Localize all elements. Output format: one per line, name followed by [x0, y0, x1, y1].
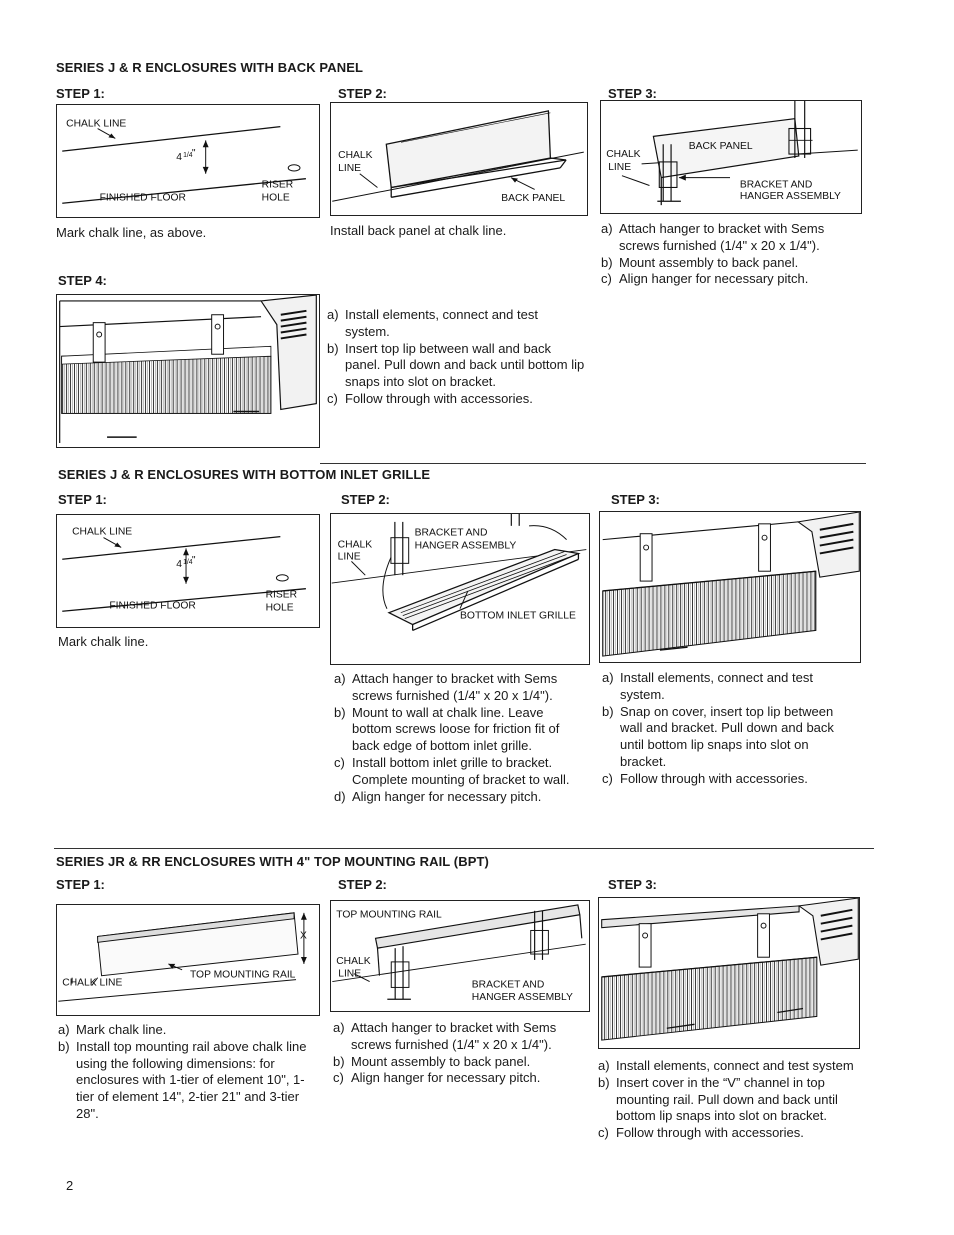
s2-step3-label: STEP 3:: [611, 492, 660, 507]
s1-step3-back-panel: BACK PANEL: [689, 141, 753, 152]
s3-step2-diagram: TOP MOUNTING RAIL CHALK LINE BRACKET AND…: [330, 900, 590, 1012]
s2-step1-label: STEP 1:: [58, 492, 107, 507]
s1-step1-floor-label: FINISHED FLOOR: [100, 192, 186, 203]
list-item: b)Install top mounting rail above chalk …: [58, 1038, 307, 1121]
s2-step1-diagram: CHALK LINE 4 1/4 " FINISHED FLOOR RISER …: [56, 514, 320, 628]
s3-step2-rail-label: TOP MOUNTING RAIL: [336, 910, 442, 921]
s1-step3-label: STEP 3:: [608, 86, 657, 101]
section-divider: [320, 463, 866, 464]
list-item: a)Install elements, connect and test sys…: [602, 670, 813, 702]
s1-step2-chalk2: LINE: [338, 163, 361, 174]
list-item: a)Attach hanger to bracket with Sems scr…: [333, 1020, 557, 1052]
s3-step2-bracket2: HANGER ASSEMBLY: [472, 992, 573, 1003]
s1-step1-hole-label: HOLE: [262, 192, 290, 203]
s1-step2-caption: Install back panel at chalk line.: [330, 223, 507, 238]
s3-step2-label: STEP 2:: [338, 877, 387, 892]
s2-step1-chalk-label: CHALK LINE: [72, 527, 132, 538]
s2-step2-instructions: a)Attach hanger to bracket with Sems scr…: [334, 671, 584, 805]
s2-step1-dim-main: 4: [176, 559, 182, 570]
s1-step1-label: STEP 1:: [56, 86, 105, 101]
s2-step1-floor-label: FINISHED FLOOR: [109, 600, 195, 611]
s3-step3-diagram: [598, 897, 860, 1049]
list-item: c)Follow through with accessories.: [327, 390, 533, 406]
list-item: a)Attach hanger to bracket with Sems scr…: [601, 221, 825, 253]
s1-step3-diagram: CHALK LINE BACK PANEL BRACKET AND HANGER…: [600, 100, 862, 214]
s2-step1-dim-unit: ": [192, 555, 196, 566]
section-title-back-panel: SERIES J & R ENCLOSURES WITH BACK PANEL: [56, 60, 364, 75]
list-item: c)Follow through with accessories.: [602, 770, 808, 786]
s2-step1-riser-label: RISER: [266, 590, 297, 601]
s3-step3-instructions: a)Install elements, connect and test sys…: [598, 1058, 860, 1142]
s2-step2-chalk2: LINE: [338, 551, 361, 562]
list-item: b)Insert cover in the “V” channel in top…: [598, 1074, 838, 1124]
list-item: a)Attach hanger to bracket with Sems scr…: [334, 671, 558, 703]
s3-step1-rail-label: TOP MOUNTING RAIL: [190, 970, 296, 981]
s3-step1-diagram: X CHALK LINE TOP MOUNTING RAIL: [56, 904, 320, 1016]
list-item: b)Insert top lip between wall and back p…: [327, 340, 585, 390]
s2-step3-instructions: a)Install elements, connect and test sys…: [602, 670, 858, 788]
s3-step2-bracket1: BRACKET AND: [472, 979, 544, 990]
list-item: d)Align hanger for necessary pitch.: [334, 788, 542, 804]
s2-step2-diagram: CHALK LINE BRACKET AND HANGER ASSEMBLY B…: [330, 513, 590, 665]
list-item: b)Mount to wall at chalk line. Leave bot…: [334, 704, 560, 754]
s1-step1-diagram: CHALK LINE 4 1/4 " FINISHED FLOOR RISER …: [56, 104, 320, 218]
s3-step1-label: STEP 1:: [56, 877, 105, 892]
s1-step4-instructions: a)Install elements, connect and test sys…: [327, 307, 585, 408]
section-title-bottom-inlet: SERIES J & R ENCLOSURES WITH BOTTOM INLE…: [58, 467, 431, 482]
list-item: b)Snap on cover, insert top lip between …: [602, 703, 834, 769]
s2-step1-hole-label: HOLE: [266, 602, 294, 613]
s2-step2-label: STEP 2:: [341, 492, 390, 507]
list-item: a)Mark chalk line.: [58, 1022, 167, 1037]
s1-step2-label: STEP 2:: [338, 86, 387, 101]
list-item: c)Align hanger for necessary pitch.: [333, 1070, 541, 1086]
s3-step1-chalk-label: CHALK LINE: [62, 978, 122, 989]
s3-step2-chalk2: LINE: [338, 969, 361, 980]
s1-step3-bracket1: BRACKET AND: [740, 179, 812, 190]
list-item: b)Mount assembly to back panel.: [333, 1053, 531, 1069]
s2-step3-diagram: [599, 511, 861, 663]
list-item: c)Align hanger for necessary pitch.: [601, 271, 809, 287]
list-item: c)Install bottom inlet grille to bracket…: [334, 754, 570, 787]
s3-step1-instructions: a)Mark chalk line. b)Install top mountin…: [58, 1022, 310, 1123]
list-item: a)Install elements, connect and test sys…: [327, 307, 538, 339]
s1-step1-dim-frac: 1/4: [183, 152, 193, 159]
list-item: a)Install elements, connect and test sys…: [598, 1058, 854, 1073]
list-item: c)Follow through with accessories.: [598, 1125, 804, 1141]
s3-step2-chalk1: CHALK: [336, 956, 370, 967]
page-number: 2: [66, 1178, 74, 1193]
s2-step2-bracket2: HANGER ASSEMBLY: [415, 541, 517, 552]
s1-step1-dim-unit: ": [192, 148, 196, 159]
s1-step3-bracket2: HANGER ASSEMBLY: [740, 191, 841, 202]
s1-step2-diagram: CHALK LINE BACK PANEL: [330, 102, 588, 216]
s2-step2-bracket1: BRACKET AND: [415, 528, 488, 539]
list-item: b)Mount assembly to back panel.: [601, 254, 799, 270]
s1-step3-instructions: a)Attach hanger to bracket with Sems scr…: [601, 221, 863, 288]
s2-step2-grille: BOTTOM INLET GRILLE: [460, 611, 576, 622]
s1-step1-riser-label: RISER: [262, 180, 293, 191]
s2-step1-dim-frac: 1/4: [183, 559, 193, 566]
section-divider: [54, 848, 874, 849]
s1-step2-back-panel: BACK PANEL: [501, 193, 565, 204]
s2-step1-caption: Mark chalk line.: [58, 634, 149, 649]
s1-step1-dim-main: 4: [176, 152, 182, 163]
s1-step2-chalk1: CHALK: [338, 150, 372, 161]
s1-step4-label: STEP 4:: [58, 273, 107, 288]
s1-step1-caption: Mark chalk line, as above.: [56, 225, 207, 240]
s1-step3-chalk1: CHALK: [606, 149, 640, 160]
s1-step1-chalk-label: CHALK LINE: [66, 119, 126, 130]
s3-step2-instructions: a)Attach hanger to bracket with Sems scr…: [333, 1020, 585, 1087]
s1-step3-chalk2: LINE: [608, 162, 631, 173]
s1-step4-diagram: [56, 294, 320, 448]
s3-step3-label: STEP 3:: [608, 877, 657, 892]
s3-step1-x-label: X: [300, 930, 307, 941]
s2-step2-chalk1: CHALK: [338, 540, 373, 551]
section-title-top-rail: SERIES JR & RR ENCLOSURES WITH 4" TOP MO…: [56, 854, 489, 869]
